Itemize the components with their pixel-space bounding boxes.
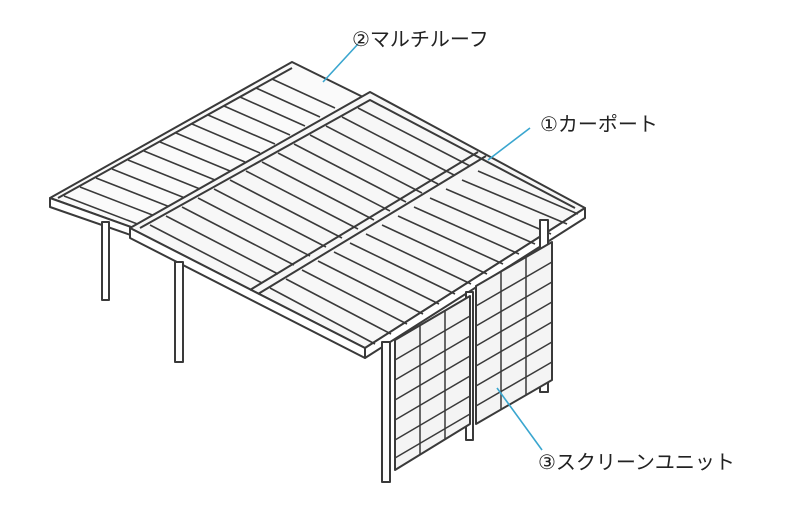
carport-label: ①カーポート	[540, 112, 658, 136]
screen-unit	[394, 241, 553, 471]
multi-roof-label: ②マルチルーフ	[352, 27, 489, 51]
screen-unit-label: ③スクリーンユニット	[538, 450, 735, 474]
leader-lines	[322, 43, 543, 451]
leader-screen-unit	[496, 387, 543, 451]
carport-roof	[129, 91, 586, 359]
leader-carport	[487, 127, 531, 161]
leader-multi-roof	[322, 43, 359, 83]
multi-roof	[49, 61, 366, 241]
